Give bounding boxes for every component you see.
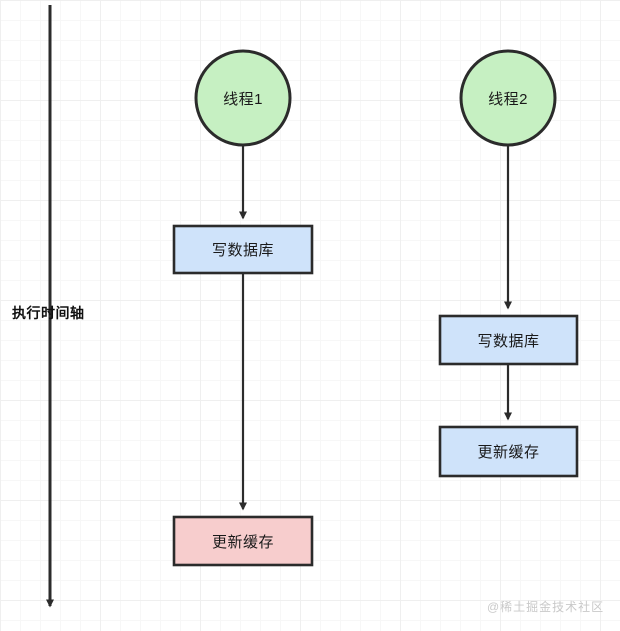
watermark-text: @稀土掘金技术社区 [487, 600, 605, 614]
thread-1-step-update-cache-box[interactable] [172, 515, 314, 567]
thread-2-step-write-db-box[interactable] [438, 314, 579, 366]
thread-1-step-write-db-box[interactable] [172, 224, 314, 275]
thread-2-step-update-cache-box[interactable] [438, 425, 579, 478]
thread-2-group [438, 49, 579, 478]
thread-1-start-circle[interactable] [194, 49, 292, 147]
thread-2-start-circle[interactable] [459, 49, 557, 147]
execution-timeline-label: 执行时间轴 [12, 305, 85, 321]
thread-1-group [172, 49, 314, 567]
